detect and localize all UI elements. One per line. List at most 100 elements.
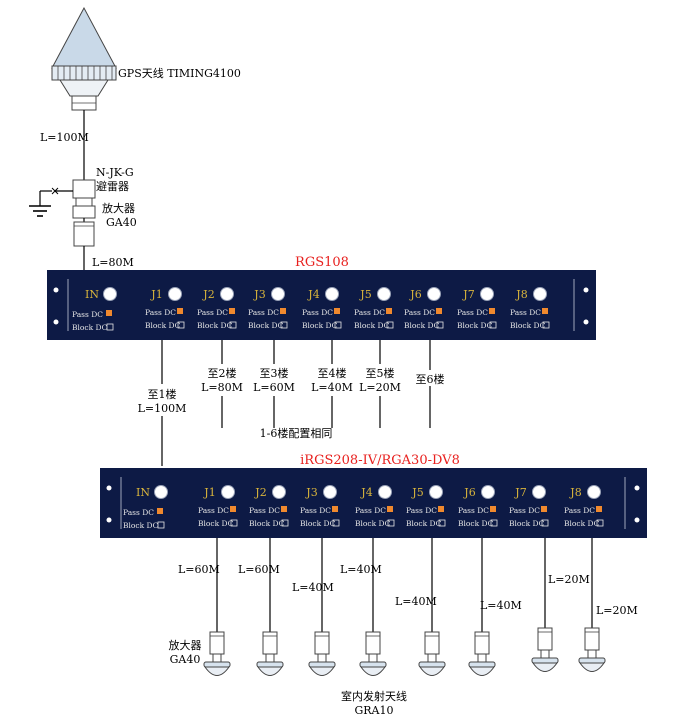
rgs108-connector-j4 xyxy=(325,287,339,301)
rgs108-j8-pass-dc-indicator xyxy=(542,308,548,314)
floor-3-label: 至3楼 xyxy=(260,366,289,380)
gps-amplifier xyxy=(73,221,95,247)
same-config-note: 1-6楼配置相同 xyxy=(260,426,333,440)
rgs108-port-label-in: IN xyxy=(85,288,99,301)
irgs208-j7-block-dc-indicator xyxy=(541,519,549,527)
irgs208-port-label-j1: J1 xyxy=(203,486,215,499)
rgs108-j8-pass-dc-label: Pass DC xyxy=(510,308,541,317)
rgs108-connector-j1 xyxy=(168,287,182,301)
indoor-antenna-label: 室内发射天线 xyxy=(341,689,407,703)
gps-antenna-label: GPS天线 TIMING4100 xyxy=(118,66,241,80)
amplifier-label: 放大器 xyxy=(102,201,135,215)
arrester-label: 避雷器 xyxy=(96,179,129,193)
rgs108-j1-block-dc-indicator xyxy=(177,321,185,329)
irgs208-j1-pass-dc-indicator xyxy=(230,506,236,512)
irgs208-j2-pass-dc-label: Pass DC xyxy=(249,506,280,515)
irgs208-j3-block-dc-indicator xyxy=(332,519,340,527)
output-cable-length-j1: L=60M xyxy=(178,563,220,576)
floor-5-length: L=20M xyxy=(359,381,401,394)
indoor-antenna-dome-j4 xyxy=(360,666,386,676)
amplifier-model: GA40 xyxy=(106,216,137,229)
irgs208-j8-pass-dc-label: Pass DC xyxy=(564,506,595,515)
output-cable-length-j3: L=40M xyxy=(292,581,334,594)
irgs208-j7-pass-dc-indicator xyxy=(541,506,547,512)
irgs208-connector-j3 xyxy=(323,485,337,499)
irgs208-j5-pass-dc-label: Pass DC xyxy=(406,506,437,515)
indoor-antenna-flange-j4 xyxy=(359,661,387,668)
irgs208-in-block-dc-label: Block DC xyxy=(123,521,159,530)
irgs208-j4-block-dc-label: Block DC xyxy=(355,519,391,528)
rgs108-j4-block-dc-label: Block DC xyxy=(302,321,338,330)
rgs108-j6-block-dc-indicator xyxy=(436,321,444,329)
irgs208-j5-block-dc-indicator xyxy=(438,519,446,527)
output-cable-length-j7: L=20M xyxy=(548,573,590,586)
arrester-model: N-JK-G xyxy=(96,166,134,179)
output-cable-length-j6: L=40M xyxy=(480,599,522,612)
indoor-antenna-flange-j7 xyxy=(531,657,559,664)
rgs108-j5-pass-dc-indicator xyxy=(386,308,392,314)
rgs108-j4-pass-dc-label: Pass DC xyxy=(302,308,333,317)
indoor-antenna-flange-j3 xyxy=(308,661,336,668)
indoor-antenna-neck-j3 xyxy=(317,653,327,663)
rgs108-j7-block-dc-label: Block DC xyxy=(457,321,493,330)
irgs208-j6-pass-dc-indicator xyxy=(490,506,496,512)
indoor-antenna-neck-j1 xyxy=(212,653,222,663)
floor-6-label: 至6楼 xyxy=(416,372,445,386)
rgs108-in-block-dc-indicator xyxy=(106,323,114,331)
irgs208-connector-j6 xyxy=(481,485,495,499)
indoor-antenna-model: GRA10 xyxy=(354,704,393,717)
indoor-amplifier-j4 xyxy=(365,631,381,655)
floor-feeders xyxy=(161,340,431,466)
irgs208-j8-block-dc-label: Block DC xyxy=(564,519,600,528)
irgs208-j4-pass-dc-label: Pass DC xyxy=(355,506,386,515)
irgs208-port-label-j4: J4 xyxy=(360,486,372,499)
rgs108-j8-block-dc-label: Block DC xyxy=(510,321,546,330)
rgs108-port-label-j3: J3 xyxy=(253,288,265,301)
irgs208-j3-block-dc-label: Block DC xyxy=(300,519,336,528)
indoor-antenna-dome-j6 xyxy=(469,666,495,676)
rgs108-j1-block-dc-label: Block DC xyxy=(145,321,181,330)
indoor-amplifier-model: GA40 xyxy=(170,653,201,666)
indoor-antenna-neck-j8 xyxy=(587,649,597,659)
indoor-antenna-flange-j1 xyxy=(203,661,231,668)
indoor-antenna-flange-j2 xyxy=(256,661,284,668)
rgs108-j6-pass-dc-label: Pass DC xyxy=(404,308,435,317)
floor-5-label: 至5楼 xyxy=(366,366,395,380)
rgs108-j3-pass-dc-indicator xyxy=(280,308,286,314)
floor-1-label: 至1楼 xyxy=(148,387,177,401)
indoor-antenna-dome-j5 xyxy=(419,666,445,676)
irgs208-port-label-j5: J5 xyxy=(411,486,423,499)
rgs108-connector-j8 xyxy=(533,287,547,301)
irgs208-connector-j7 xyxy=(532,485,546,499)
floor-2-label: 至2楼 xyxy=(208,366,237,380)
indoor-antenna-dome-j2 xyxy=(257,666,283,676)
rgs108-connector-j7 xyxy=(480,287,494,301)
bottom-cable-length: L=80M xyxy=(92,256,134,269)
irgs208-j1-block-dc-label: Block DC xyxy=(198,519,234,528)
irgs208-j1-block-dc-indicator xyxy=(230,519,238,527)
output-cable-length-j4: L=40M xyxy=(340,563,382,576)
floor-1-length: L=100M xyxy=(138,402,187,415)
indoor-amplifier-j2 xyxy=(262,631,278,655)
indoor-antenna-neck-j2 xyxy=(265,653,275,663)
irgs208-j5-block-dc-label: Block DC xyxy=(406,519,442,528)
rgs108-j3-block-dc-indicator xyxy=(280,321,288,329)
irgs208-port-label-in: IN xyxy=(136,486,150,499)
irgs208-j3-pass-dc-label: Pass DC xyxy=(300,506,331,515)
irgs208-j6-block-dc-indicator xyxy=(490,519,498,527)
irgs208-j6-pass-dc-label: Pass DC xyxy=(458,506,489,515)
irgs208-in-pass-dc-indicator xyxy=(157,508,163,514)
rgs108-port-label-j7: J7 xyxy=(462,288,474,301)
rgs108-connector-j5 xyxy=(377,287,391,301)
rgs108-title: RGS108 xyxy=(295,255,349,270)
output-cable-length-j8: L=20M xyxy=(596,604,638,617)
floor-3-length: L=60M xyxy=(253,381,295,394)
irgs208-j8-pass-dc-indicator xyxy=(596,506,602,512)
indoor-antenna-flange-j5 xyxy=(418,661,446,668)
indoor-antenna-dome-j8 xyxy=(579,662,605,672)
indoor-antenna-neck-j7 xyxy=(540,649,550,659)
rgs108-connector-j6 xyxy=(427,287,441,301)
rgs108-port-label-j8: J8 xyxy=(515,288,527,301)
